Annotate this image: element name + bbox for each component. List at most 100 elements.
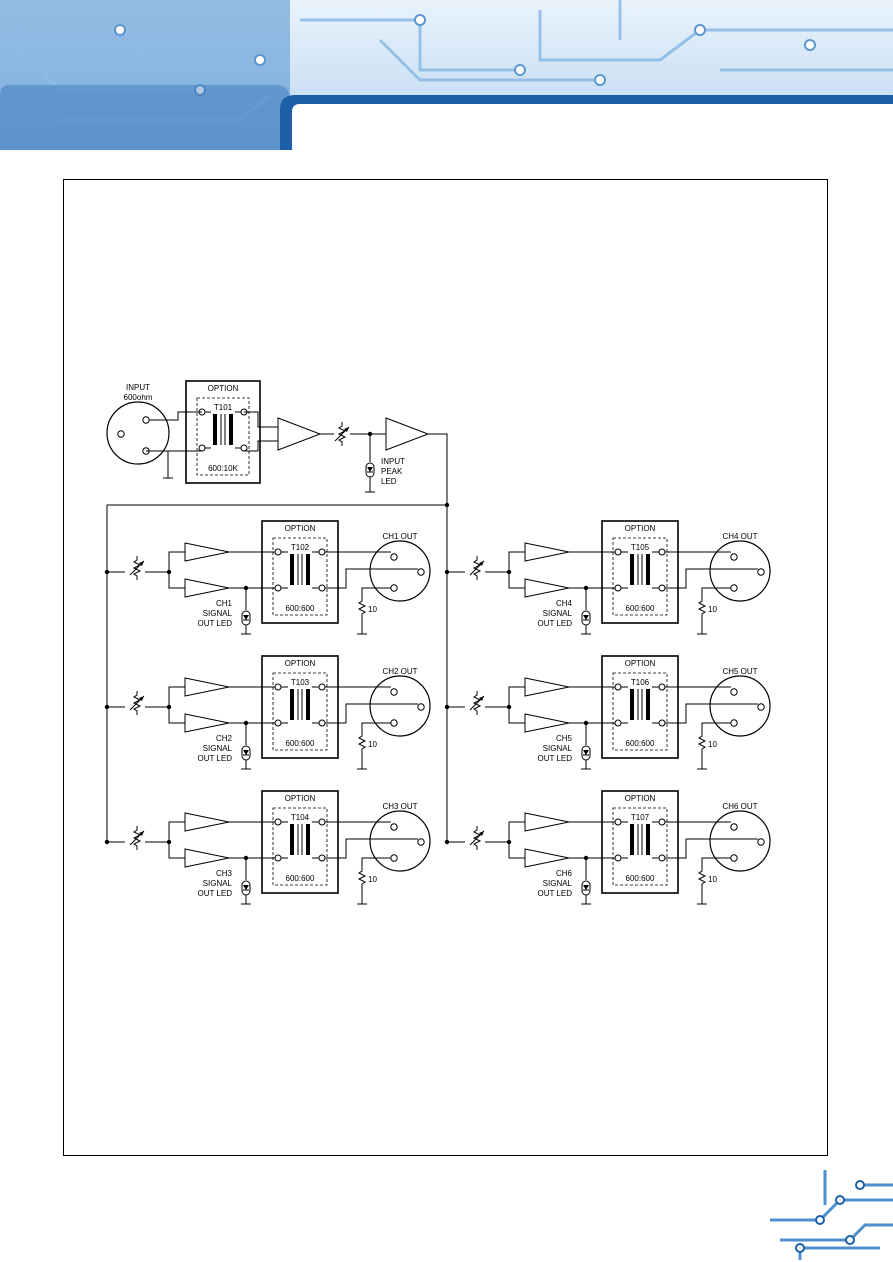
channel-led-label: SIGNAL: [203, 609, 233, 618]
transformer-core: [290, 689, 294, 720]
xlr-pin: [730, 584, 738, 592]
resistor-value: 10: [708, 605, 717, 614]
xlr-pin: [117, 430, 125, 438]
potentiometer-symbol: [129, 691, 145, 715]
led-diode: [583, 885, 589, 890]
transformer-terminal: [614, 548, 622, 556]
xlr-pin: [390, 854, 398, 862]
transformer-ratio: 600:600: [626, 874, 655, 883]
wire: [361, 587, 391, 596]
pot-resistor: [472, 691, 482, 715]
xlr-body: [369, 540, 431, 602]
transformer-terminal: [274, 719, 282, 727]
led-diode: [243, 615, 249, 620]
pot-arrow: [479, 561, 484, 566]
transformer-core: [290, 554, 294, 585]
option-label: OPTION: [285, 794, 316, 803]
transformer-terminal: [614, 719, 622, 727]
junction-dot: [104, 569, 110, 575]
junction-dot: [104, 704, 110, 710]
wire: [701, 857, 731, 866]
xlr-pin: [757, 703, 765, 711]
channel-led-label: CH6: [556, 869, 573, 878]
option-dashed-boundary: [272, 537, 328, 616]
pot-resistor: [472, 826, 482, 850]
xlr-pin: [730, 823, 738, 831]
potentiometer-symbol: [129, 826, 145, 850]
wire: [701, 587, 731, 596]
channel-led-label: SIGNAL: [543, 609, 573, 618]
option-label: OPTION: [285, 659, 316, 668]
transformer-terminal: [318, 818, 326, 826]
amplifier-symbol: [524, 848, 570, 868]
transformer-terminal: [614, 683, 622, 691]
junction-dot: [444, 704, 450, 710]
transformer-terminal: [318, 854, 326, 862]
wire: [325, 703, 418, 724]
xlr-pin: [390, 719, 398, 727]
potentiometer-symbol: [469, 556, 485, 580]
resistor-value: 10: [708, 875, 717, 884]
wire: [168, 821, 185, 842]
input-impedance-label: 600ohm: [124, 393, 153, 402]
xlr-connector: [369, 675, 431, 737]
option-label: OPTION: [625, 659, 656, 668]
pot-resistor: [132, 826, 142, 850]
channel-led-label: CH3: [216, 869, 233, 878]
amplifier-symbol: [184, 677, 230, 697]
transformer-terminal: [614, 854, 622, 862]
transformer-core: [290, 824, 294, 855]
transformer-terminal: [658, 584, 666, 592]
transformer-terminal: [274, 548, 282, 556]
transformer-core: [306, 554, 310, 585]
transformer-terminal: [274, 683, 282, 691]
wire: [149, 411, 202, 421]
transformer-label: T107: [631, 813, 650, 822]
transformer-terminal: [198, 444, 206, 452]
resistor-symbol: [357, 866, 367, 890]
input-led-label: LED: [381, 477, 397, 486]
channel-out-label: CH3 OUT: [382, 802, 417, 811]
led-symbol: [581, 880, 591, 896]
amplifier-symbol: [184, 542, 230, 562]
xlr-connector: [709, 675, 771, 737]
wire: [325, 838, 418, 859]
xlr-pin: [757, 838, 765, 846]
transformer-terminal: [658, 854, 666, 862]
transformer-ratio: 600:600: [626, 739, 655, 748]
wire: [168, 842, 185, 859]
option-dashed-boundary: [272, 807, 328, 886]
xlr-pin: [417, 568, 425, 576]
amplifier-symbol: [184, 578, 230, 598]
wire: [361, 722, 391, 731]
transformer-core: [630, 824, 634, 855]
xlr-pin: [730, 553, 738, 561]
option-dashed-boundary: [612, 672, 668, 751]
led-diode: [367, 467, 373, 472]
transformer-ratio: 600:600: [286, 874, 315, 883]
transformer-core: [630, 689, 634, 720]
amplifier-symbol: [184, 848, 230, 868]
wire: [168, 551, 185, 572]
amplifier-symbol: [524, 713, 570, 733]
junction-dot: [104, 839, 110, 845]
transformer-terminal: [318, 683, 326, 691]
transformer-terminal: [658, 548, 666, 556]
transformer-ratio: 600:10K: [208, 464, 238, 473]
transformer-terminal: [614, 584, 622, 592]
led-diode: [243, 885, 249, 890]
xlr-body: [709, 675, 771, 737]
channel-led-label: OUT LED: [197, 889, 232, 898]
channel-out-label: CH2 OUT: [382, 667, 417, 676]
led-symbol: [581, 745, 591, 761]
option-label: OPTION: [285, 524, 316, 533]
header-banner: [0, 0, 893, 150]
led-diode: [243, 750, 249, 755]
diagram-frame: [63, 179, 828, 1156]
